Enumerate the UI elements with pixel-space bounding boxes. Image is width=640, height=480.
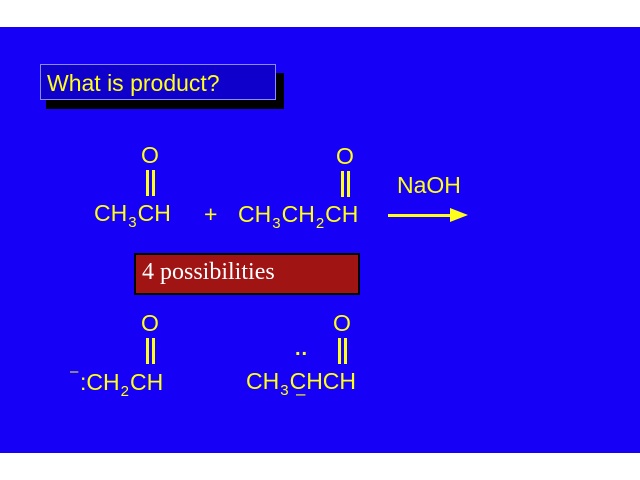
species-1-oxygen: O	[141, 310, 159, 336]
reactant-1-formula: CH3CH	[94, 200, 171, 231]
reaction-arrow-shaft	[388, 214, 452, 217]
reagent-naoh: NaOH	[397, 172, 461, 198]
species-2-lone-pair: ..	[295, 338, 309, 360]
reactant-1-oxygen: O	[141, 142, 159, 168]
species-1-charge: –	[70, 363, 79, 380]
species-2-double-bond	[338, 338, 347, 364]
reaction-arrow-icon	[450, 208, 468, 222]
reactant-1-double-bond	[146, 170, 155, 196]
species-2-charge: –	[296, 384, 306, 403]
possibilities-label: 4 possibilities	[142, 259, 275, 285]
slide-title: What is product?	[47, 70, 220, 96]
reactant-2-oxygen: O	[336, 143, 354, 169]
species-1-double-bond	[146, 338, 155, 364]
possibilities-box: 4 possibilities	[134, 253, 360, 295]
plus-sign: +	[204, 201, 218, 227]
species-1-formula: :CH2CH	[80, 369, 164, 400]
reactant-2-formula: CH3CH2CH	[238, 201, 359, 232]
species-2-formula: CH3CHCH	[246, 368, 357, 399]
title-box: What is product?	[40, 64, 276, 100]
species-2-oxygen: O	[333, 310, 351, 336]
reactant-2-double-bond	[341, 171, 350, 197]
slide-canvas: What is product? O CH3CH + O CH3CH2CH Na…	[0, 27, 640, 453]
